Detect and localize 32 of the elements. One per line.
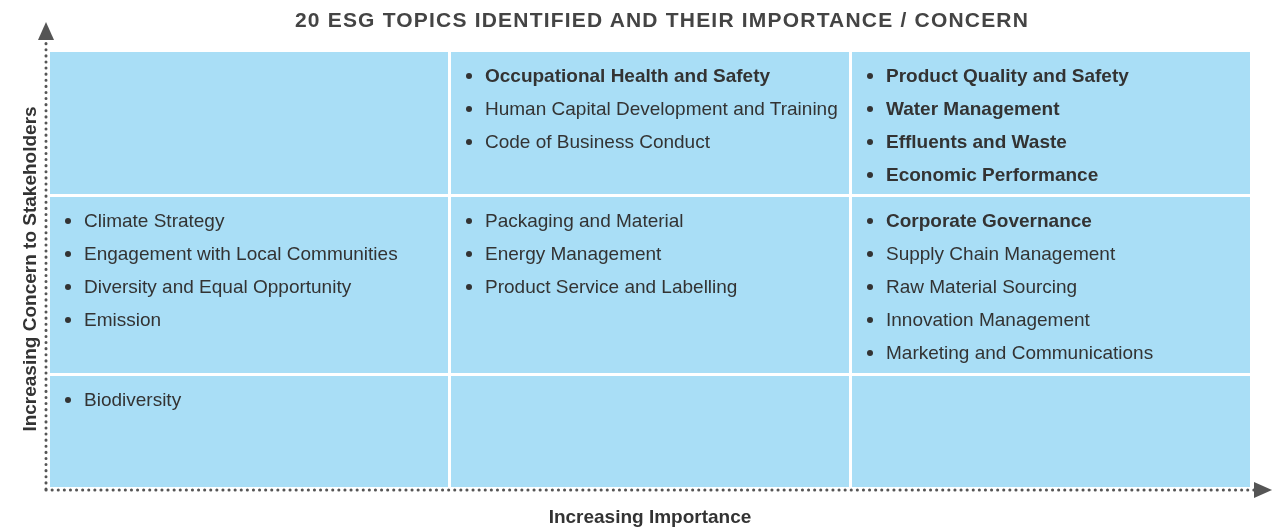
empty-cell: [50, 52, 448, 194]
bullet-item: Engagement with Local Communities: [84, 243, 398, 264]
bullet-item: Product Quality and Safety: [886, 65, 1129, 86]
bullet-item: Water Management: [886, 98, 1060, 119]
bullet-item: Corporate Governance: [886, 210, 1092, 231]
matrix-cell: [451, 197, 849, 373]
bullet-item: Raw Material Sourcing: [886, 276, 1078, 297]
bullet-item: Effluents and Waste: [886, 131, 1067, 152]
bullet-item: Supply Chain Management: [886, 243, 1116, 264]
bullet-item: Innovation Management: [886, 309, 1090, 330]
bullet-item: Occupational Health and Safety: [485, 65, 771, 86]
bullet-item: Product Service and Labelling: [485, 276, 738, 297]
bullet-item: Emission: [84, 309, 162, 330]
bullet-item: Diversity and Equal Opportunity: [84, 276, 352, 297]
chart-title: 20 ESG TOPICS IDENTIFIED AND THEIR IMPORTANCE / CONCERN: [293, 8, 1031, 32]
bullet-item: Biodiversity: [84, 389, 182, 410]
bullet-item: Energy Management: [485, 243, 662, 264]
bullet-item: Marketing and Communications: [886, 342, 1154, 363]
matrix-cell: [852, 197, 1250, 373]
matrix-cell: [50, 197, 448, 373]
empty-cell: [852, 376, 1250, 487]
bullet-item: Packaging and Material: [485, 210, 684, 231]
empty-cell: [451, 376, 849, 487]
axis-label: Increasing Importance: [547, 506, 753, 528]
matrix-cell: [50, 376, 448, 487]
axis-label: Increasing Concern to Stakeholders: [19, 105, 41, 434]
bullet-item: Climate Strategy: [84, 210, 225, 231]
bullet-item: Code of Business Conduct: [485, 131, 710, 152]
matrix-cell: [451, 52, 849, 194]
bullet-item: Human Capital Development and Training: [485, 98, 838, 119]
bullet-item: Economic Performance: [886, 164, 1099, 185]
matrix-cell: [852, 52, 1250, 194]
